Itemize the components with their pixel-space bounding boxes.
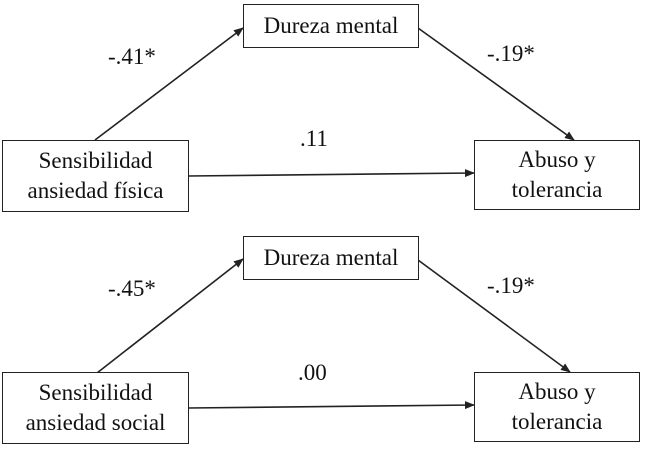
outcome-label-line2: tolerancia — [511, 409, 603, 434]
outcome-box-1: Abuso y tolerancia — [474, 140, 640, 210]
outcome-label-line2: tolerancia — [511, 177, 603, 202]
mediator-label: Dureza mental — [263, 13, 399, 39]
arrow-a-1 — [94, 27, 244, 141]
arrow-c-2 — [187, 401, 475, 410]
arrow-a-2 — [96, 258, 244, 374]
outcome-label-line1: Abuso y — [518, 379, 596, 405]
path-a-coef-2: -.45* — [108, 276, 156, 301]
arrow-b-1 — [417, 27, 575, 141]
mediator-label: Dureza mental — [263, 245, 399, 271]
path-c-coef-1: .11 — [300, 126, 328, 151]
arrow-b-2 — [417, 259, 571, 373]
predictor-label-line1: Sensibilidad — [38, 148, 153, 174]
path-b-coef-1: -.19* — [487, 41, 535, 66]
predictor-box-1: Sensibilidad ansiedad física — [2, 140, 189, 212]
mediator-box-1: Dureza mental — [243, 4, 419, 48]
predictor-label-line1: Sensibilidad — [38, 380, 153, 406]
predictor-box-2: Sensibilidad ansiedad social — [2, 372, 189, 444]
path-c-coef-2: .00 — [298, 360, 327, 385]
outcome-label-line1: Abuso y — [518, 147, 596, 173]
outcome-box-2: Abuso y tolerancia — [474, 372, 640, 442]
path-a-coef-1: -.41* — [108, 44, 156, 69]
arrow-c-1 — [187, 169, 475, 178]
mediator-box-2: Dureza mental — [243, 236, 419, 280]
predictor-label-line2: ansiedad física — [27, 178, 164, 203]
predictor-label-line2: ansiedad social — [25, 410, 166, 435]
path-b-coef-2: -.19* — [487, 273, 535, 298]
